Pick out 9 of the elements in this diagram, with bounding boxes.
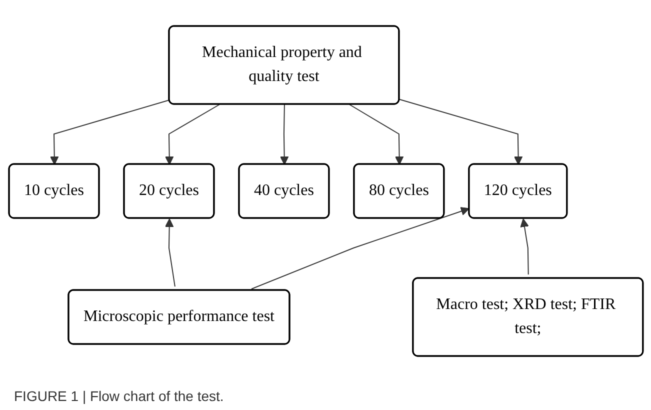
arrow [164, 218, 175, 288]
figure-caption: FIGURE 1 | Flow chart of the test. [13, 387, 225, 406]
arrow [398, 98, 522, 165]
arrow [164, 104, 220, 165]
arrow [520, 218, 528, 275]
arrow [348, 104, 404, 165]
arrow [250, 207, 469, 290]
arrow [279, 104, 288, 165]
arrow [50, 100, 170, 165]
